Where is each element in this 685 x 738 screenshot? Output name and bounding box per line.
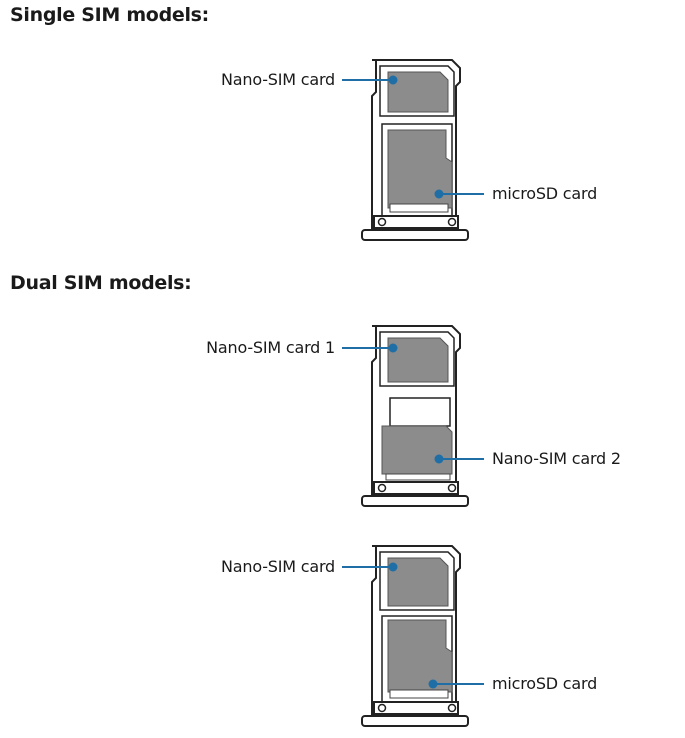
nano-sim-card xyxy=(387,71,449,113)
single-sim-tray xyxy=(361,59,469,241)
single-sim-heading: Single SIM models: xyxy=(10,4,209,26)
nano-sim-2-label: Nano-SIM card 2 xyxy=(492,449,621,468)
dual-sim-heading: Dual SIM models: xyxy=(10,272,192,294)
dual-sim-microsd-tray xyxy=(361,545,469,727)
microsd-card xyxy=(387,129,453,209)
nano-sim-card-2 xyxy=(381,425,453,475)
microsd-label: microSD card xyxy=(492,184,598,203)
microsd-card xyxy=(387,619,453,693)
nano-sim-label-b: Nano-SIM card xyxy=(221,557,335,576)
nano-sim-1-label: Nano-SIM card 1 xyxy=(206,338,335,357)
nano-sim-card xyxy=(387,557,449,607)
nano-sim-label: Nano-SIM card xyxy=(221,70,335,89)
dual-sim-tray xyxy=(361,325,469,507)
nano-sim-card-1 xyxy=(387,337,449,383)
microsd-label-b: microSD card xyxy=(492,674,598,693)
